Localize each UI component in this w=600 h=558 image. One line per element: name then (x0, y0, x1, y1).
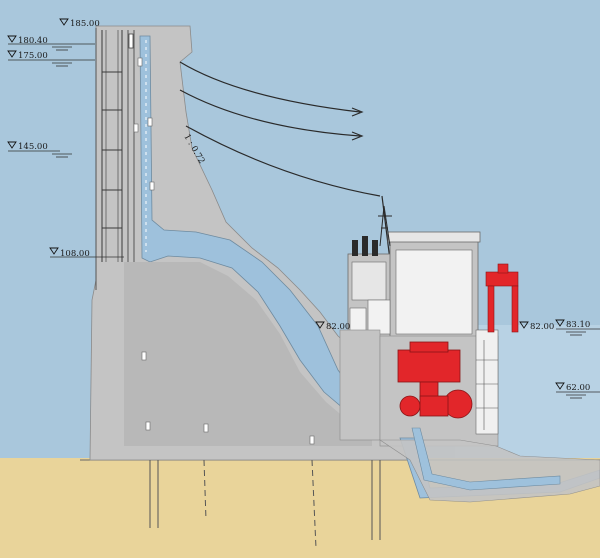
svg-text:175.00: 175.00 (18, 51, 48, 61)
svg-text:82.00: 82.00 (326, 322, 350, 332)
svg-text:83.10: 83.10 (566, 320, 590, 330)
tailrace-structure (379, 439, 600, 503)
triangle-down-icon (49, 247, 59, 255)
triangle-down-icon (7, 50, 17, 58)
drainage-holes (133, 57, 315, 445)
water-surface-ticks-icon (566, 394, 586, 399)
svg-text:62.00: 62.00 (566, 383, 590, 393)
elevation-upstream-normal: 175.00 (7, 50, 95, 61)
elevation-tailwater-min: 62.00 (555, 382, 600, 393)
draft-tube (411, 427, 561, 491)
gantry-crane (485, 263, 519, 333)
transmission-lines (179, 61, 381, 197)
water-surface-ticks-icon (52, 153, 72, 158)
svg-text:180.40: 180.40 (18, 36, 48, 46)
generator-unit (397, 341, 473, 419)
elevation-upstream-low: 145.00 (7, 141, 60, 152)
gate-shaft (101, 30, 123, 262)
svg-text:185.00: 185.00 (70, 19, 100, 29)
svg-text:108.00: 108.00 (60, 249, 90, 259)
svg-text:145.00: 145.00 (18, 142, 48, 152)
elevation-upstream-max: 180.40 (7, 35, 95, 46)
transmission-tower (378, 205, 392, 247)
svg-text:82.00: 82.00 (530, 322, 554, 332)
powerhouse (339, 231, 499, 447)
triangle-down-icon (555, 319, 565, 327)
triangle-down-icon (7, 141, 17, 149)
elevation-crest: 185.00 (59, 18, 100, 29)
elevation-powerhouse-floor: 82.00 (315, 321, 350, 332)
triangle-down-icon (59, 18, 69, 26)
triangle-down-icon (519, 321, 529, 329)
triangle-down-icon (7, 35, 17, 43)
triangle-down-icon (555, 382, 565, 390)
penstock-bend (124, 262, 372, 446)
water-surface-ticks-icon (52, 62, 72, 67)
gate-slot (127, 30, 135, 262)
elevation-tailwater-max: 83.10 (555, 319, 600, 330)
elevation-intake: 108.00 (49, 247, 124, 259)
foundation-piles (149, 459, 381, 549)
water-surface-ticks-icon (566, 331, 586, 336)
triangle-down-icon (315, 321, 325, 329)
switchyard-equipment (352, 236, 378, 256)
elevation-tailwater-platform: 82.00 (519, 321, 554, 332)
water-surface-ticks-icon (52, 46, 72, 51)
